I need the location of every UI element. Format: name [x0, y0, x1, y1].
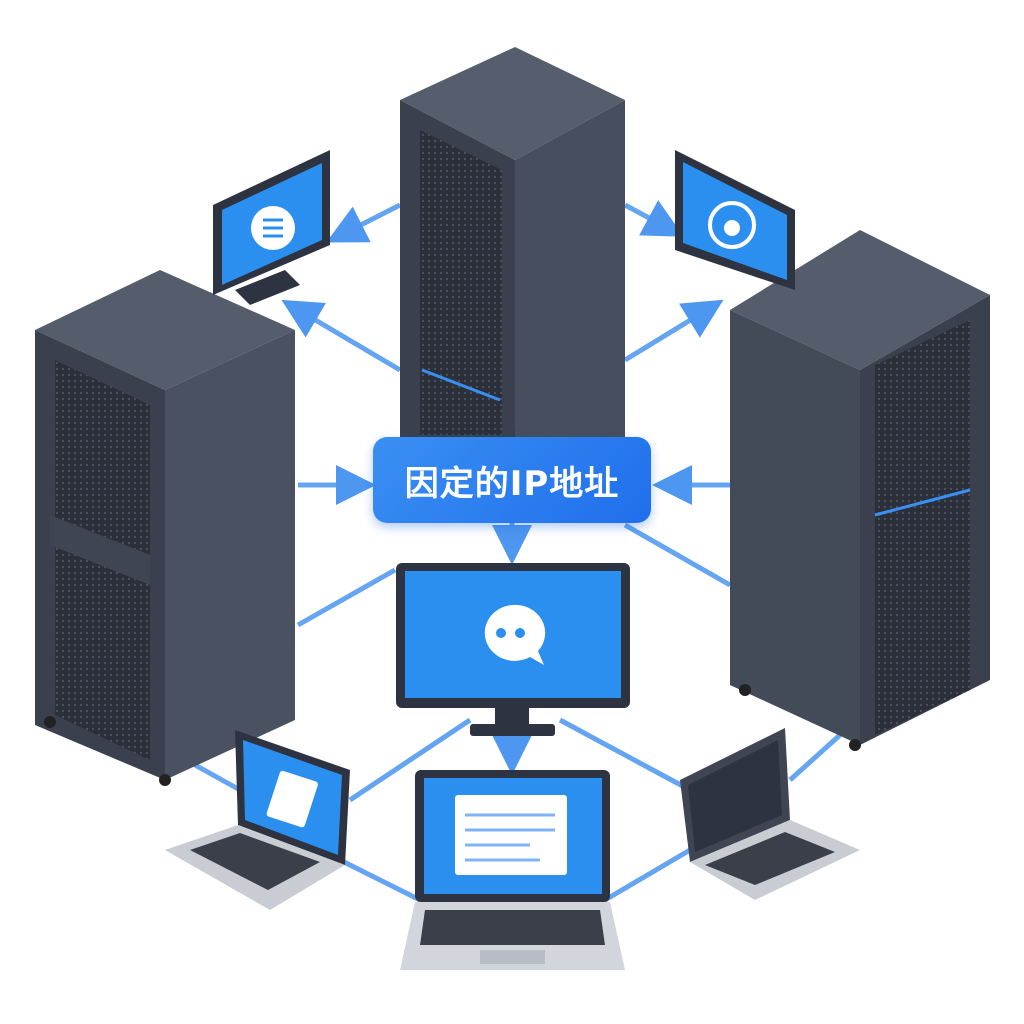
server-rack-right	[730, 230, 990, 751]
laptop-right	[680, 728, 860, 900]
monitor-cloud	[675, 150, 795, 290]
server-rack-top	[400, 47, 625, 440]
fixed-ip-address-label: 因定的IP地址	[373, 437, 651, 523]
server-rack-left	[35, 270, 295, 786]
monitor-chat	[396, 563, 630, 736]
connection-lines	[193, 200, 842, 903]
laptop-left	[165, 730, 350, 910]
monitor-document	[213, 150, 330, 305]
laptop-center	[400, 770, 625, 970]
